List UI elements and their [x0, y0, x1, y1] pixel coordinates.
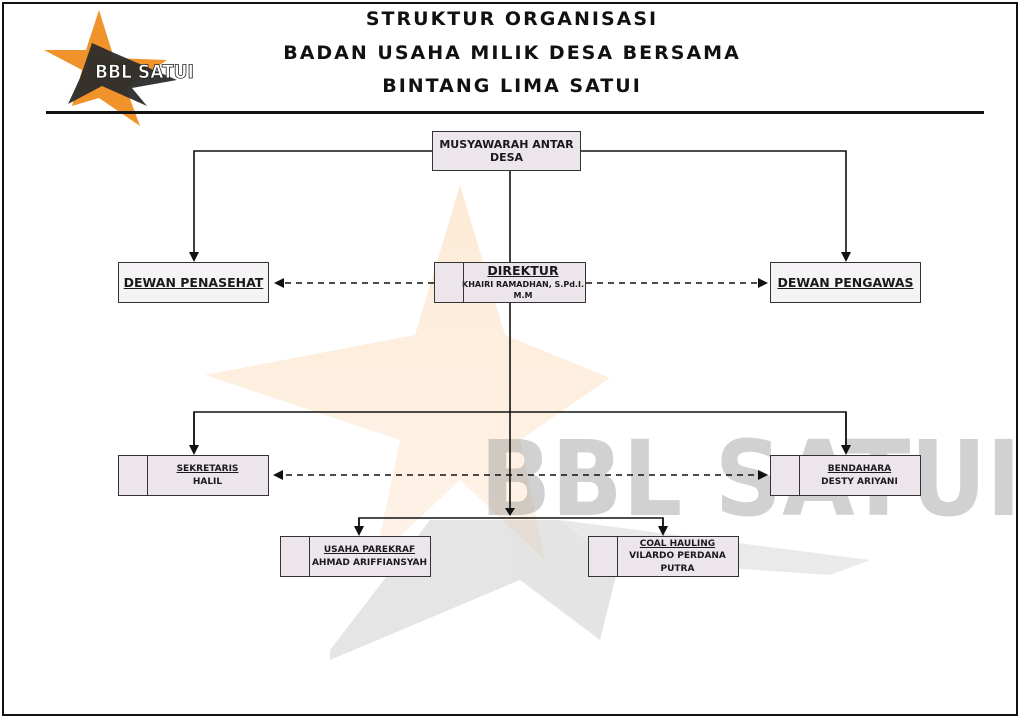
node-person: AHMAD ARIFFIANSYAH: [311, 557, 428, 568]
header-divider: [46, 111, 984, 114]
watermark-text: BBL SATUI: [480, 418, 1021, 540]
node-role: USAHA PAREKRAF: [323, 545, 416, 556]
node-label: DEWAN PENGAWAS: [777, 275, 914, 290]
node-role: COAL HAULING: [639, 539, 716, 550]
node-tab: [435, 263, 464, 302]
node-role: BENDAHARA: [827, 464, 892, 475]
node-person: DESTY ARIYANI: [821, 476, 898, 487]
node-role: SEKRETARIS: [176, 464, 239, 475]
logo: BBL SATUI: [44, 10, 194, 126]
node-tab: [119, 456, 148, 495]
node-dewan-penasehat: DEWAN PENASEHAT: [118, 262, 269, 303]
node-label: DEWAN PENASEHAT: [123, 275, 264, 290]
node-direktur: DIREKTUR KHAIRI RAMADHAN, S.Pd.I. M.M: [434, 262, 586, 303]
connector-mad-penasehat: [189, 150, 432, 262]
node-sekretaris: SEKRETARIS HALIL: [118, 455, 269, 496]
watermark-star-orange: [205, 185, 610, 560]
page-title-line3: BINTANG LIMA SATUI: [382, 75, 642, 97]
node-person: KHAIRI RAMADHAN, S.Pd.I. M.M: [462, 280, 584, 300]
node-person: VILARDO PERDANA PUTRA: [629, 551, 726, 574]
page-title-line2: BADAN USAHA MILIK DESA BERSAMA: [283, 42, 741, 64]
node-coal-hauling: COAL HAULING VILARDO PERDANA PUTRA: [588, 536, 739, 577]
page-title-line1: STRUKTUR ORGANISASI: [365, 8, 659, 30]
node-musyawarah-antar-desa: MUSYAWARAH ANTAR DESA: [432, 131, 581, 171]
connector-direktur-arrowhead: [505, 508, 515, 516]
node-tab: [281, 537, 310, 576]
node-tab: [589, 537, 618, 576]
node-label: MUSYAWARAH ANTAR DESA: [439, 138, 574, 164]
logo-star-dark: [68, 43, 177, 106]
node-tab: [771, 456, 800, 495]
node-dewan-pengawas: DEWAN PENGAWAS: [770, 262, 921, 303]
logo-text: BBL SATUI: [95, 61, 194, 83]
node-role: DIREKTUR: [487, 263, 559, 279]
node-bendahara: BENDAHARA DESTY ARIYANI: [770, 455, 921, 496]
node-person: HALIL: [192, 476, 223, 487]
node-usaha-parekraf: USAHA PAREKRAF AHMAD ARIFFIANSYAH: [280, 536, 431, 577]
connector-mad-pengawas: [580, 150, 851, 262]
